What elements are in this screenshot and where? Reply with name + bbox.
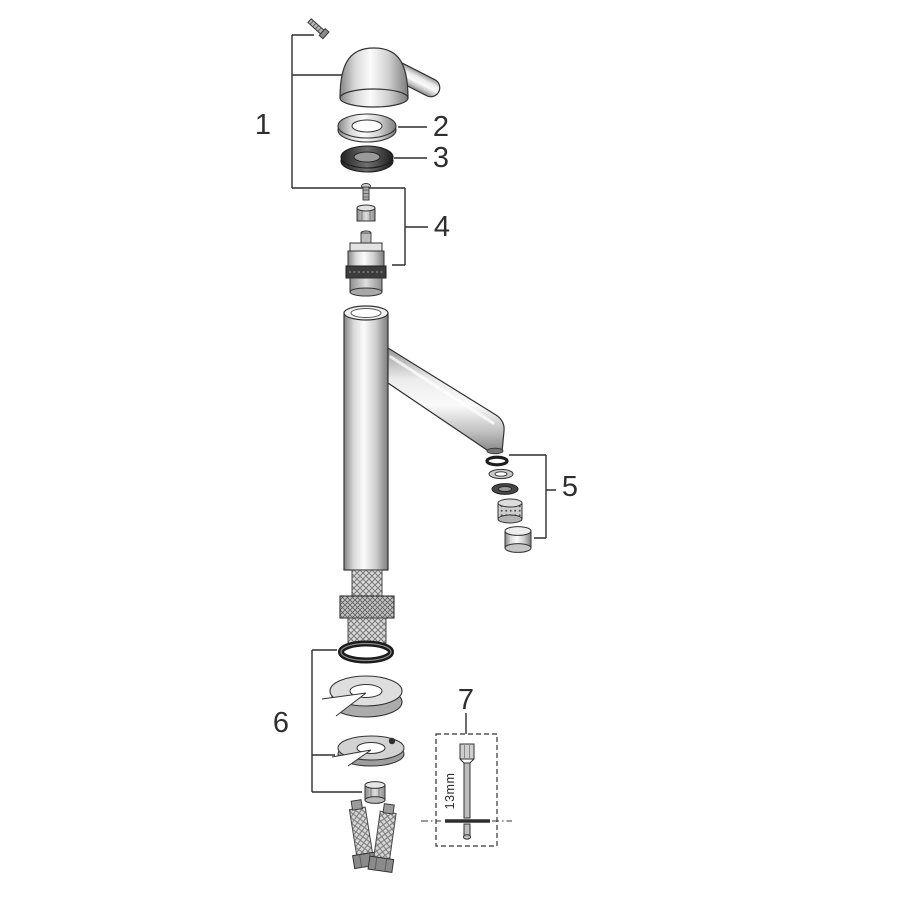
part-label-6: 6 (273, 707, 289, 739)
part4-nut (356, 204, 376, 222)
part5-sleeve (504, 526, 532, 553)
faucet-body (343, 305, 389, 571)
part4-screw (361, 183, 371, 201)
part6-horseshoe-washer (331, 735, 405, 767)
part3-ring (340, 145, 394, 173)
bracket-part6 (311, 649, 362, 793)
bracket-part1 (291, 34, 342, 188)
hex-key-tool (445, 743, 490, 840)
part-labels: 1 2 3 4 5 6 7 13mm (255, 109, 578, 809)
bracket-part5 (509, 454, 556, 539)
part7-service-tool (421, 733, 512, 847)
part6-mounting-nut (364, 781, 386, 804)
part5-washer (488, 468, 514, 480)
part5-seal-ring (491, 483, 519, 495)
part1-lever-handle (339, 47, 441, 108)
part-label-1: 1 (255, 109, 271, 141)
part6-oring (338, 640, 394, 664)
tool-size-label: 13mm (443, 773, 457, 810)
part-label-3: 3 (433, 142, 449, 174)
part6-mounting-wedge (321, 675, 403, 718)
part-label-5: 5 (562, 471, 578, 503)
part4-cartridge (345, 230, 387, 297)
faucet-spout (387, 346, 505, 455)
part-label-4: 4 (434, 211, 450, 243)
part2-escutcheon-ring (337, 113, 397, 143)
threaded-shank (339, 569, 395, 644)
part-label-2: 2 (433, 111, 449, 143)
bracket-part4 (292, 187, 428, 266)
part5-aerator-stack (485, 455, 532, 553)
part1-handle-screw (307, 18, 330, 40)
part7-dashed-box (435, 733, 498, 847)
part-label-7: 7 (458, 684, 474, 716)
leader-lines (291, 34, 556, 793)
supply-hoses (348, 799, 397, 873)
supply-hose-right (367, 803, 397, 873)
part5-oring (485, 455, 509, 467)
part5-aerator-insert (497, 498, 523, 524)
